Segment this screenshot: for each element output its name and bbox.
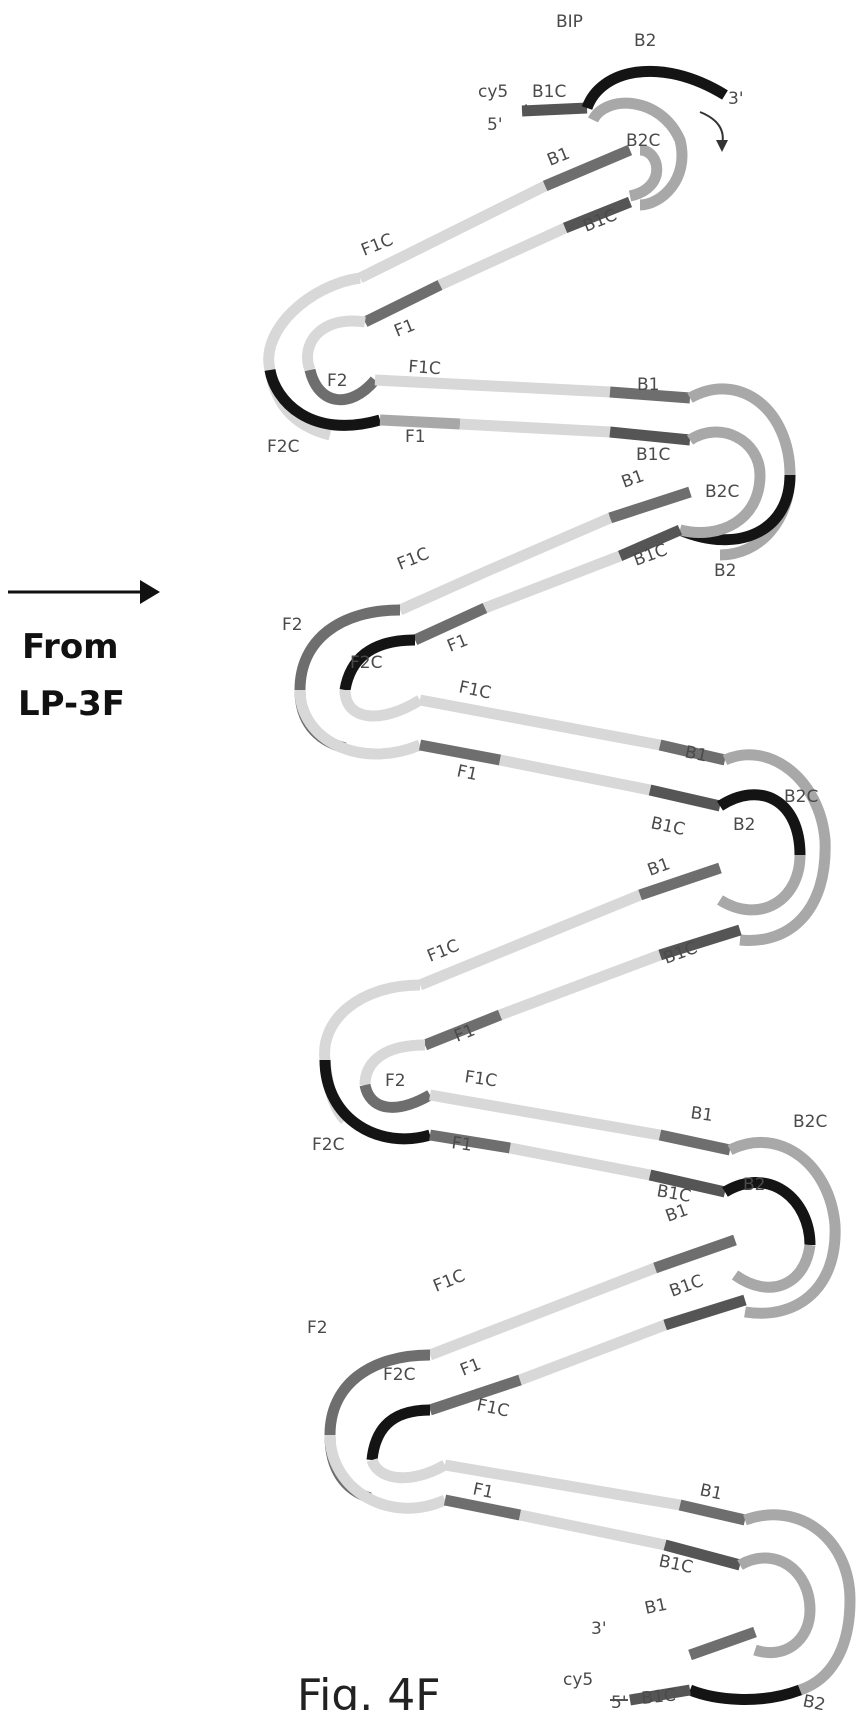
strand-1a-b1 — [542, 144, 633, 192]
segment-label: F1 — [457, 1354, 484, 1380]
segment-label: F1 — [444, 630, 471, 656]
segment-label: B1C — [649, 813, 687, 840]
segment-label: B1C — [667, 1271, 706, 1302]
segment-label: 5' — [487, 115, 503, 135]
bip-primer-strand — [521, 65, 728, 117]
segment-label: B2 — [733, 815, 755, 835]
segment-label: F1 — [450, 1133, 473, 1156]
segment-label: cy5 — [478, 82, 508, 102]
loop-1-outer — [588, 97, 688, 211]
side-label-source: LP-3F — [18, 684, 125, 724]
segment-label: B1 — [683, 742, 709, 766]
segment-label: B2C — [626, 131, 660, 151]
segment-label: F1C — [475, 1395, 511, 1421]
segment-label: B2 — [714, 561, 736, 581]
segment-label: B1 — [698, 1480, 724, 1504]
segment-label: B1C — [580, 205, 619, 236]
segment-label: F1C — [424, 936, 462, 967]
left-loop-1-inner — [302, 315, 366, 373]
segment-label: B1C — [661, 938, 700, 969]
segment-label: F2C — [350, 653, 382, 673]
segment-label: F2 — [307, 1318, 328, 1338]
segment-label: F2C — [267, 437, 299, 457]
segment-label: F1C — [430, 1266, 468, 1297]
segment-label: F1C — [358, 230, 396, 261]
segment-label: F1 — [471, 1479, 495, 1503]
segment-label: F1 — [455, 761, 479, 785]
segment-label: B1 — [619, 466, 647, 492]
left-loop-1-outer — [263, 272, 361, 441]
strand-1b-f1-dark — [362, 280, 443, 327]
loop-1-inner — [628, 144, 663, 202]
segment-label: B1 — [645, 854, 673, 880]
segment-label: B1 — [544, 144, 572, 171]
segment-label: F1 — [405, 427, 426, 447]
segment-label: B1C — [636, 445, 670, 465]
segment-label: B1 — [637, 375, 659, 395]
segment-label: BIP — [556, 12, 583, 32]
segment-label: B2 — [743, 1175, 765, 1195]
segment-label: B1C — [532, 82, 566, 102]
segment-label: B2C — [784, 787, 818, 807]
segment-label: F1C — [408, 357, 442, 379]
segment-label: F2C — [383, 1365, 415, 1385]
strand-1b-f1 — [437, 222, 568, 291]
segment-label: F2 — [385, 1071, 406, 1091]
segment-label: 3' — [728, 89, 744, 109]
strand-1a-f1c — [357, 181, 548, 283]
segment-label: F1C — [457, 677, 493, 703]
segment-labels: BIP B2 cy5 B1C 3' 5' B2C B1 B1C F1C F1 F… — [267, 12, 827, 1710]
segment-label: B2C — [793, 1112, 827, 1132]
segment-label: F2 — [327, 371, 348, 391]
segment-label: cy5 — [563, 1670, 593, 1690]
segment-label: B2 — [634, 31, 656, 51]
strand-1b-b1c — [562, 196, 633, 234]
segment-label: 3' — [591, 1619, 607, 1639]
segment-label: F2C — [312, 1135, 344, 1155]
dna-strands — [263, 65, 856, 1706]
segment-label: B2C — [705, 482, 739, 502]
segment-label: B1 — [643, 1595, 669, 1619]
segment-label: B2 — [801, 1691, 827, 1710]
left-loop-1-f2c — [264, 368, 382, 431]
left-loop-1-f2 — [304, 368, 380, 406]
bip-arrowhead — [716, 140, 728, 152]
from-arrow — [8, 580, 160, 604]
figure-caption: Fig. 4F — [297, 1670, 441, 1710]
segment-label: F1 — [391, 315, 418, 341]
segment-label: F1C — [463, 1067, 498, 1091]
segment-label: F2 — [282, 615, 303, 635]
segment-label: 5' — [611, 1693, 627, 1710]
side-label-from: From — [22, 627, 119, 667]
segment-label: B1 — [689, 1103, 714, 1126]
segment-label: F1C — [394, 544, 432, 575]
segment-label: B1C — [640, 1685, 676, 1708]
